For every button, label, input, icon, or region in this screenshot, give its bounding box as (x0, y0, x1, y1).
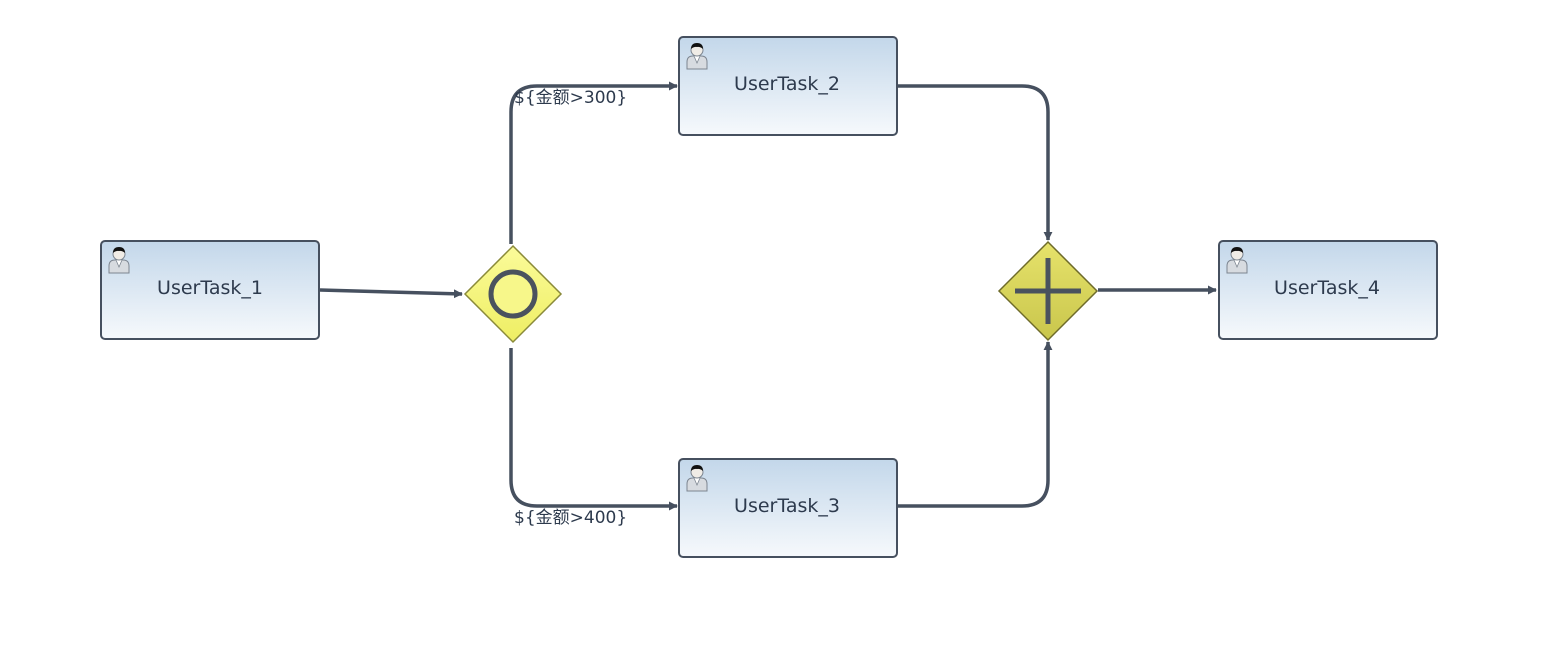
flow-split-to-task2[interactable] (509, 81, 678, 244)
task-label: UserTask_3 (734, 495, 840, 517)
inclusive-gateway[interactable] (463, 244, 563, 344)
user-task-3[interactable]: UserTask_3 (678, 458, 898, 558)
parallel-gateway[interactable] (997, 240, 1099, 342)
user-task-2[interactable]: UserTask_2 (678, 36, 898, 136)
flow-task2-to-join[interactable] (898, 84, 1053, 241)
task-label: UserTask_2 (734, 73, 840, 95)
flow-task1-to-split[interactable] (319, 288, 463, 299)
circle-icon (488, 269, 538, 319)
user-task-4[interactable]: UserTask_4 (1218, 240, 1438, 340)
condition-label-upper: ${金额>300} (514, 88, 627, 108)
flow-split-to-task3[interactable] (509, 348, 678, 511)
condition-label-lower: ${金额>400} (514, 508, 627, 528)
plus-icon (1015, 258, 1081, 324)
task-label: UserTask_1 (157, 277, 263, 299)
user-task-1[interactable]: UserTask_1 (100, 240, 320, 340)
flow-task3-to-join[interactable] (898, 341, 1053, 508)
task-label: UserTask_4 (1274, 277, 1380, 299)
